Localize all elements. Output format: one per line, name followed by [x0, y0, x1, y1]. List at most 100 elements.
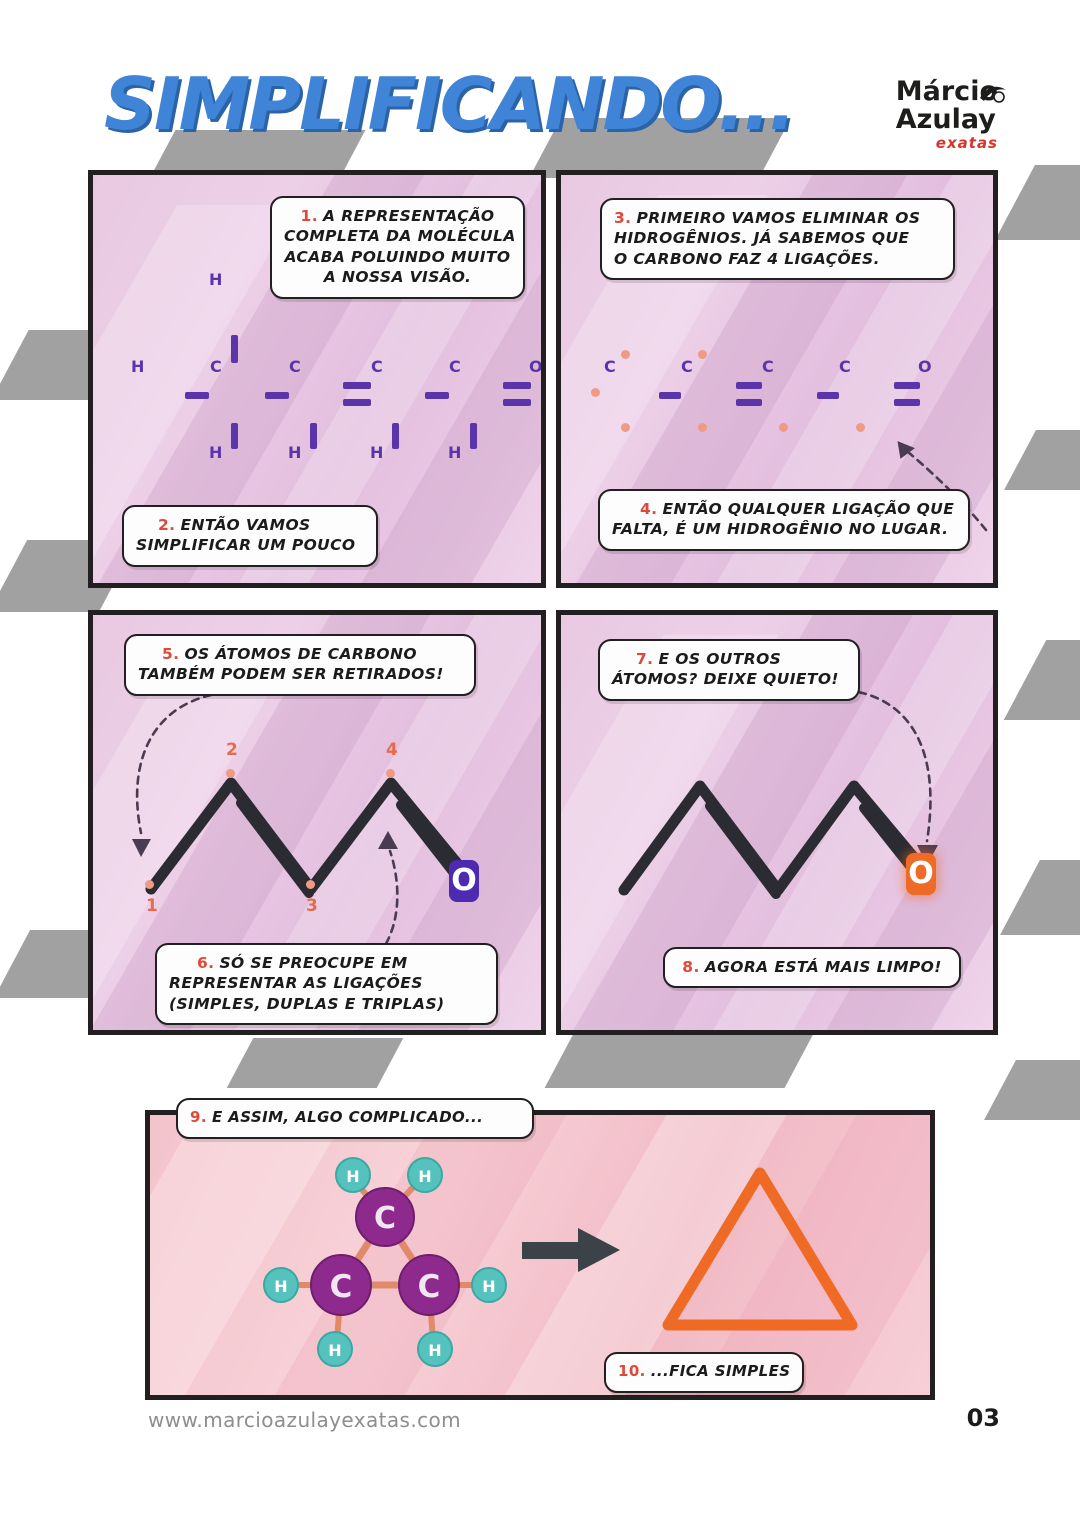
- callout-number: 8.: [682, 958, 700, 976]
- atom-carbon-3: C: [371, 357, 383, 376]
- dashed-arrow-icon: [132, 693, 213, 857]
- bond-single: [659, 392, 681, 399]
- terminal-atom-oxygen: O: [906, 853, 936, 895]
- atom-hydrogen-bottom: H: [370, 443, 384, 462]
- svg-text:H: H: [328, 1341, 341, 1360]
- right-arrow-icon: [522, 1228, 620, 1272]
- svg-text:H: H: [428, 1341, 441, 1360]
- callout-text-line: E OS OUTROS: [658, 650, 782, 668]
- callout-number: 5.: [162, 645, 180, 663]
- atom-hydrogen-top: H: [209, 270, 223, 289]
- hydrogen-dot: [856, 423, 865, 432]
- atom-carbon-1: C: [210, 357, 222, 376]
- callout-number: 1.: [300, 207, 318, 225]
- hydrogen-dot: [226, 769, 235, 778]
- bond-double-lower: [894, 399, 920, 406]
- bond-vertical: [310, 423, 317, 449]
- callout-number: 9.: [190, 1108, 207, 1126]
- panel-step-5: H H H H H H: [145, 1110, 935, 1400]
- atom-hydrogen-left: H: [131, 357, 145, 376]
- callout-text-line: O CARBONO FAZ 4 LIGAÇÕES.: [614, 249, 880, 268]
- decorative-slab: [544, 1030, 816, 1088]
- callout-number: 2.: [158, 516, 176, 534]
- callout-text-line: PRIMEIRO VAMOS ELIMINAR OS: [636, 209, 921, 227]
- callout-text-line: FALTA, É UM HIDROGÊNIO NO LUGAR.: [612, 520, 949, 539]
- callout-text-line: OS ÁTOMOS DE CARBONO: [184, 645, 417, 663]
- callout-10: 10....FICA SIMPLES: [604, 1352, 804, 1393]
- callout-text-line: AGORA ESTÁ MAIS LIMPO!: [704, 958, 942, 976]
- bond-double-lower: [343, 399, 371, 406]
- callout-1: 1.A REPRESENTAÇÃO COMPLETA DA MOLÉCULA A…: [270, 196, 525, 299]
- bond-vertical: [231, 335, 238, 363]
- svg-text:H: H: [482, 1277, 495, 1296]
- callout-8: 8.AGORA ESTÁ MAIS LIMPO!: [663, 947, 961, 989]
- svg-text:H: H: [346, 1167, 359, 1186]
- decorative-slab: [984, 1060, 1080, 1120]
- atom-carbon-1: C: [604, 357, 616, 376]
- bond-vertical: [231, 423, 238, 449]
- callout-text-line: (SIMPLES, DUPLAS E TRIPLAS): [169, 994, 445, 1013]
- atom-hydrogen-bottom: H: [288, 443, 302, 462]
- callout-text-line: SÓ SE PREOCUPE EM: [219, 954, 408, 972]
- callout-number: 4.: [640, 500, 658, 518]
- callout-7: 7.E OS OUTROS ÁTOMOS? DEIXE QUIETO!: [598, 639, 860, 701]
- callout-text-line: TAMBÉM PODEM SER RETIRADOS!: [138, 665, 444, 684]
- hydrogen-dot: [698, 423, 707, 432]
- atom-carbon-4: C: [839, 357, 851, 376]
- logo-line-3: exatas: [935, 134, 998, 153]
- callout-text-line: SIMPLIFICAR UM POUCO: [136, 536, 356, 555]
- bond-single: [425, 392, 449, 399]
- callout-text-line: A NOSSA VISÃO.: [323, 268, 472, 287]
- bond-double-upper: [736, 382, 762, 389]
- dashed-arrow-icon: [831, 687, 938, 865]
- svg-text:H: H: [418, 1167, 431, 1186]
- callout-number: 7.: [636, 650, 654, 668]
- atom-carbon-4: C: [449, 357, 461, 376]
- callout-text-line: HIDROGÊNIOS. JÁ SABEMOS QUE: [614, 229, 910, 248]
- decorative-slab: [1000, 860, 1080, 935]
- bond-double-upper: [343, 382, 371, 389]
- decorative-slab: [1004, 430, 1080, 490]
- atom-oxygen: O: [529, 357, 543, 376]
- hydrogen-dot: [621, 350, 630, 359]
- logo-line-1: Márcio: [895, 76, 998, 107]
- brand-logo: Márcio Azulay exatas: [895, 76, 1006, 153]
- bond-double-upper: [894, 382, 920, 389]
- logo-line-2: Azulay: [895, 103, 996, 135]
- callout-text-line: A REPRESENTAÇÃO: [323, 207, 495, 225]
- callout-text-line: ACABA POLUINDO MUITO: [284, 247, 511, 266]
- callout-5: 5.OS ÁTOMOS DE CARBONO TAMBÉM PODEM SER …: [124, 634, 476, 696]
- decorative-slab: [995, 165, 1080, 240]
- hydrogen-dot: [145, 880, 154, 889]
- cyclopropane-triangle: [662, 1167, 858, 1331]
- bond-single: [185, 392, 209, 399]
- callout-9: 9.E ASSIM, ALGO COMPLICADO...: [176, 1098, 534, 1139]
- atom-hydrogen-bottom: H: [209, 443, 223, 462]
- hydrogen-dot: [386, 769, 395, 778]
- callout-text-line: ...FICA SIMPLES: [650, 1362, 791, 1380]
- bond-vertical: [392, 423, 399, 449]
- callout-6: 6.SÓ SE PREOCUPE EM REPRESENTAR AS LIGAÇ…: [155, 943, 498, 1026]
- callout-number: 10.: [618, 1362, 646, 1380]
- page-title: SIMPLIFICANDO...: [104, 62, 796, 146]
- vertex-number-1: 1: [146, 896, 158, 916]
- svg-text:C: C: [374, 1201, 396, 1236]
- hydrogen-dot: [306, 880, 315, 889]
- molecule-full-structural: H H C C C C O H H H H: [93, 175, 541, 583]
- bond-double-lower: [736, 399, 762, 406]
- callout-4: 4.ENTÃO QUALQUER LIGAÇÃO QUE FALTA, É UM…: [598, 489, 970, 551]
- svg-text:C: C: [418, 1269, 441, 1305]
- molecule-no-hydrogens: C C C C O: [561, 175, 993, 583]
- terminal-atom-oxygen: O: [449, 860, 479, 902]
- ball-and-stick-cyclopropane: H H H H H H: [263, 1157, 507, 1367]
- footer-page-number: 03: [966, 1404, 1000, 1432]
- vertex-number-4: 4: [386, 740, 398, 760]
- hydrogen-dot: [698, 350, 707, 359]
- callout-text-line: ENTÃO VAMOS: [180, 516, 311, 534]
- bond-single: [265, 392, 289, 399]
- atom-carbon-3: C: [762, 357, 774, 376]
- callout-text-line: ÁTOMOS? DEIXE QUIETO!: [612, 670, 839, 689]
- bond-double-lower: [503, 399, 531, 406]
- callout-text-line: REPRESENTAR AS LIGAÇÕES: [169, 974, 423, 993]
- atom-hydrogen-bottom: H: [448, 443, 462, 462]
